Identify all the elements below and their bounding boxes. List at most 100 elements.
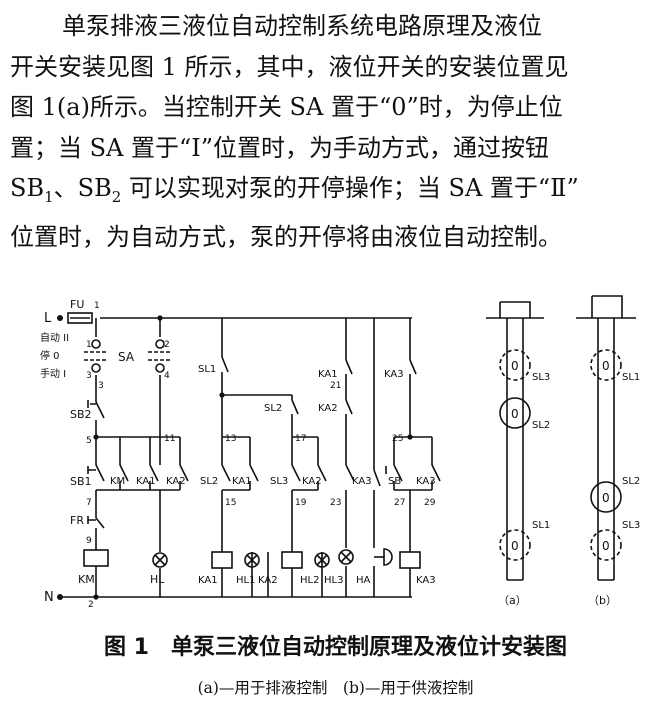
label-ka1-col5: KA1 [318,369,338,380]
label-sb1: SB1 [70,475,92,488]
label-hl: HL [150,573,165,586]
install-b [576,295,636,581]
node-19: 19 [295,498,307,508]
install-a-sl2: SL2 [532,420,550,431]
install-a [486,301,544,581]
para-line-3: 图 1(a)所示。当控制开关 SA 置于“0”时，为停止位 [10,93,563,121]
label-sl2: SL2 [200,476,218,487]
float-b-3: 0 [602,539,610,553]
para-line-1: 单泵排液三液位自动控制系统电路原理及液位 [62,12,542,40]
figure-caption: 图 1 单泵三液位自动控制原理及液位计安装图 [104,635,567,660]
install-label-a: （a） [498,594,527,607]
install-labels: 0 0 0 0 0 0 SL3 SL2 SL1 SL1 SL2 SL3 （a） … [498,359,640,607]
node-23: 23 [330,498,341,508]
ka3-contact-col6 [373,469,381,487]
coil-ka2 [281,551,303,569]
install-label-b: （b） [588,594,617,607]
col-ka3 [393,318,433,597]
lamp-hl-x [154,554,166,566]
install-b-float-bottom [590,529,622,561]
label-sl1: SL1 [198,364,216,375]
label-ka2-col5: KA2 [318,403,338,414]
junction-dots [57,315,413,600]
buzzer-ha [383,548,393,566]
sa-contact-4 [155,363,165,373]
float-a-1: 0 [511,359,519,373]
label-ha: HA [356,575,371,586]
sa-positions [84,351,172,361]
components [67,312,441,569]
contact-num-2: 2 [164,340,170,350]
float-b-1: 0 [602,359,610,373]
node-13: 13 [225,434,236,444]
contact-num-4: 4 [164,371,170,381]
label-ka3-top: KA3 [384,369,404,380]
para-line-4: 置；当 SA 置于“Ⅰ”位置时，为手动方式，通过按钮 [10,133,550,162]
label-n: N [44,590,54,605]
label-km-coil: KM [78,573,95,586]
float-a-3: 0 [511,539,519,553]
node-15: 15 [225,498,236,508]
node-17: 17 [295,434,306,444]
lamp-hl3-x [340,551,352,563]
label-fu: FU [70,298,84,311]
coil-ka3 [399,551,421,569]
install-b-sl2: SL2 [622,476,640,487]
install-a-sl3: SL3 [532,372,550,383]
contact-num-3: 3 [86,371,92,381]
label-ka1-coil: KA1 [198,575,218,586]
label-mode-auto: 自动 II [40,331,69,344]
sa-contact-1 [91,339,101,349]
label-sb2: SB2 [70,408,92,421]
sb1-text: SB [10,174,45,202]
figure-subcaption: (a)—用于排液控制 (b)—用于供液控制 [197,679,474,697]
sb1-sub: 1 [44,187,54,206]
sa-contact-3 [91,363,101,373]
label-ka1-contact: KA1 [136,476,156,487]
para-line-2: 开关安装见图 1 所示，其中，液位开关的安装位置见 [10,52,569,81]
float-b-2: 0 [602,491,610,505]
lamp-hl2-x [316,554,328,566]
dot-5 [93,434,99,440]
install-b-sl1: SL1 [622,372,640,383]
label-sl3: SL3 [270,476,288,487]
lamp-hl2 [314,552,330,568]
dot-n2 [93,594,99,600]
sb1-symbol [87,464,105,482]
lamp-hl [152,552,168,568]
install-b-float-mid [590,481,622,513]
label-fr: FR [70,514,84,527]
coil-km [83,549,109,567]
col-ka1 [221,318,292,597]
node-29: 29 [424,498,436,508]
install-a-sl1: SL1 [532,520,550,531]
label-ka2-coil: KA2 [258,575,278,586]
col-ka3-contact [321,318,347,597]
dot-sl1 [219,392,225,398]
node-27: 27 [394,498,405,508]
label-ka2-self: KA2 [302,476,322,487]
branch-km [96,436,181,491]
node-21: 21 [330,381,341,391]
label-ka3-col6: KA3 [352,476,372,487]
l-terminal [57,315,63,321]
node-7: 7 [86,498,92,508]
col-ka2 [291,395,319,597]
label-mode-manual: 手动 I [40,367,66,380]
para-line-5: SB1、SB2 可以实现对泵的开停操作；当 SA 置于“Ⅱ” [10,168,662,217]
label-hl1: HL1 [236,575,255,586]
label-sa: SA [118,350,135,364]
install-b-rod [597,318,615,581]
circuit-labels: L N FU 自动 II 停 0 手动 I SA SB2 SB1 FR KM K… [40,298,436,605]
sb2-sub: 2 [111,187,122,206]
label-sl2-top: SL2 [264,403,282,414]
node-2: 2 [88,600,94,610]
lamp-hl1-x [246,554,258,566]
install-b-top [576,295,636,319]
label-ka1-self: KA1 [232,476,252,487]
node-9: 9 [86,536,92,546]
lamp-hl1 [244,552,260,568]
fr-symbol [87,516,105,529]
branch-contacts [119,464,189,482]
